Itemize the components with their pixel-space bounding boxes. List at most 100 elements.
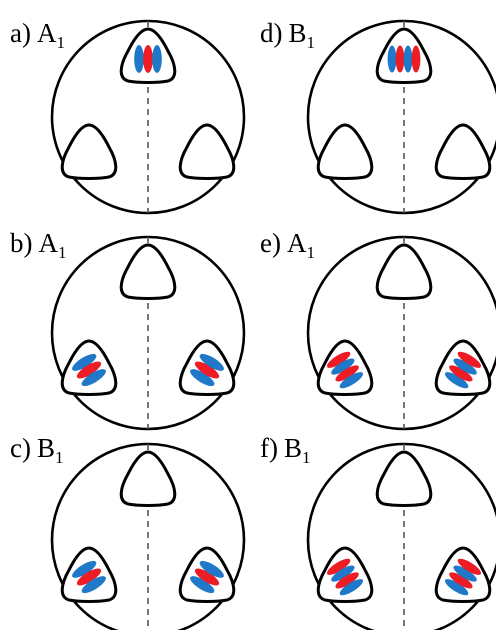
core-left [60,339,118,396]
panel-b: b)A1 [10,228,246,431]
field-lobe-blue [403,45,413,73]
symmetry-subscript: 1 [58,243,67,262]
field-lobe-red [395,45,405,73]
core-right [178,339,236,396]
field-lobe-blue [453,358,477,375]
panel-letter: f) [260,433,278,463]
symmetry-label: A [37,18,57,48]
core-left [316,339,374,396]
core-right [434,123,492,180]
core-top [375,243,433,300]
field-lobe-blue [199,560,224,578]
core-left [60,123,118,180]
field-lobes [72,353,106,387]
core-left [316,546,374,603]
core-top [119,450,177,507]
core-top [119,243,177,300]
field-lobe-red [449,572,473,589]
panel-d: d)B1 [260,18,496,215]
field-lobe-blue [339,372,364,389]
core-outline [375,243,433,300]
panel-a: a)A1 [10,18,246,215]
field-lobe-red [143,45,153,73]
symmetry-label: B [284,433,302,463]
core-right [434,339,492,396]
field-lobe-red [76,568,102,586]
core-outline [60,123,118,180]
core-top [119,27,177,84]
symmetry-label: B [37,433,55,463]
symmetry-subscript: 1 [56,33,65,52]
field-lobes [326,558,364,596]
field-lobe-red [194,568,220,586]
field-lobe-red [411,45,421,73]
panel-label: d)B1 [260,18,315,52]
field-lobes [72,560,106,594]
field-lobe-red [335,365,359,382]
field-lobe-blue [331,358,355,375]
field-lobe-blue [152,45,162,73]
field-lobes [387,45,421,73]
field-lobes [190,353,224,387]
field-lobe-blue [339,579,364,596]
core-outline [434,123,492,180]
field-lobe-red [194,361,220,379]
panel-c: c)B1 [10,433,246,630]
core-outline [119,450,177,507]
panel-label: f)B1 [260,433,311,467]
symmetry-label: A [39,228,59,258]
field-lobes [190,560,224,594]
panel-label: a)A1 [10,18,65,52]
field-lobe-blue [444,372,469,389]
field-lobe-blue [81,369,106,387]
panel-letter: b) [10,228,33,258]
field-lobe-blue [387,45,397,73]
core-top [375,450,433,507]
panel-label: c)B1 [10,433,64,467]
panel-e: e)A1 [260,228,496,431]
symmetry-subscript: 1 [307,33,316,52]
field-lobes [444,558,482,596]
panel-label: b)A1 [10,228,67,262]
symmetry-subscript: 1 [55,448,64,467]
field-lobe-blue [72,560,97,578]
field-lobe-red [335,572,359,589]
field-lobe-blue [190,369,215,387]
field-lobe-red [457,558,482,575]
field-lobe-blue [81,576,106,594]
field-lobe-blue [453,565,477,582]
field-lobe-red [449,365,473,382]
panel-f: f)B1 [260,433,496,630]
core-left [316,123,374,180]
field-lobe-blue [199,353,224,371]
field-lobe-red [326,351,351,368]
symmetry-label: A [287,228,307,258]
symmetry-subscript: 1 [306,243,315,262]
core-outline [375,450,433,507]
core-outline [119,243,177,300]
symmetry-label: B [289,18,307,48]
field-lobe-blue [331,565,355,582]
field-lobes [134,45,162,73]
field-lobe-blue [134,45,144,73]
panel-letter: e) [260,228,281,258]
field-lobes [444,351,482,389]
core-right [178,546,236,603]
panel-letter: c) [10,433,31,463]
field-lobe-red [326,558,351,575]
field-lobe-blue [444,579,469,596]
field-lobe-blue [190,576,215,594]
core-right [434,546,492,603]
field-lobe-red [76,361,102,379]
core-outline [316,123,374,180]
panel-letter: d) [260,18,283,48]
symmetry-subscript: 1 [302,448,311,467]
core-right [178,123,236,180]
field-lobes [326,351,364,389]
core-top [375,27,433,84]
panel-label: e)A1 [260,228,315,262]
core-outline [178,123,236,180]
field-lobe-blue [72,353,97,371]
core-left [60,546,118,603]
